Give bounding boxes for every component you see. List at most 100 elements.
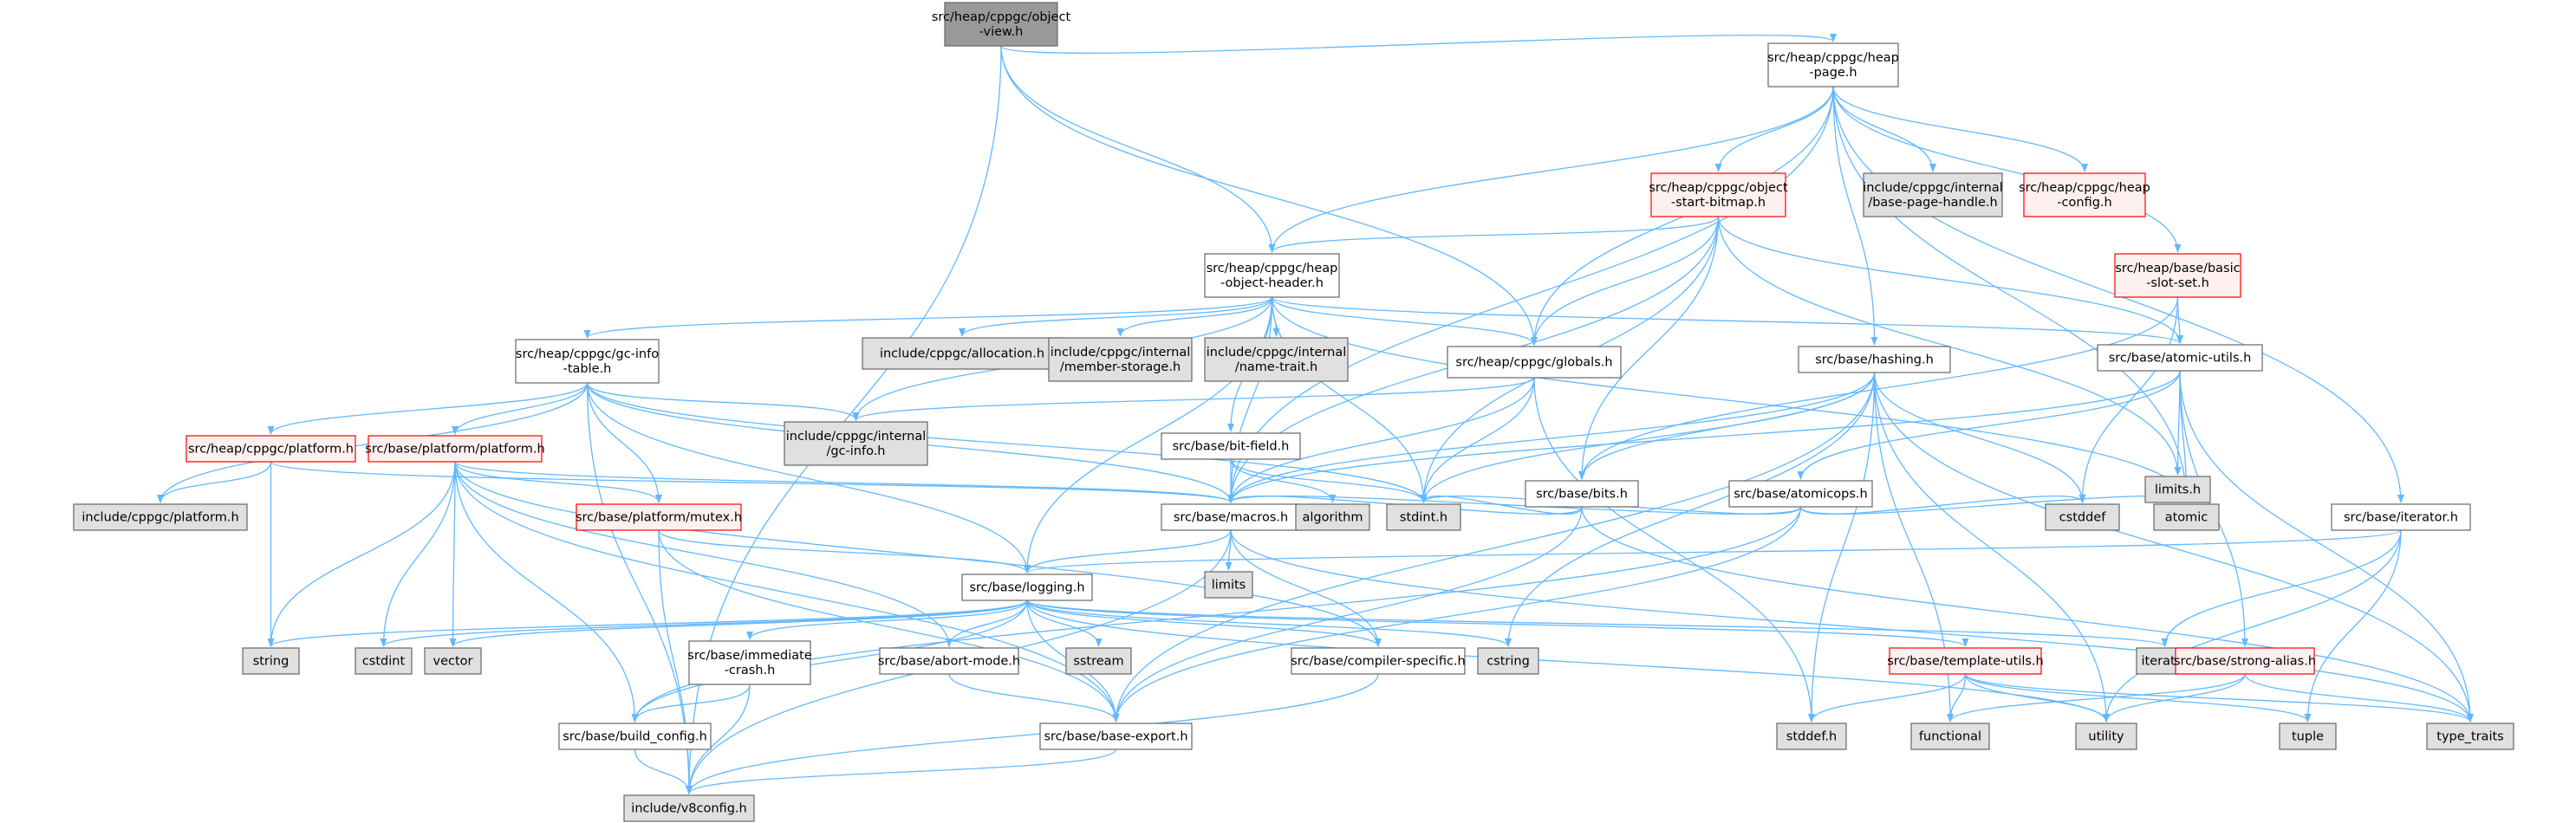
node-box [1728, 480, 1873, 508]
node-heap-page[interactable]: src/heap/cppgc/heap-page.h [1767, 42, 1899, 87]
edge-hashing-to-stdint [1420, 372, 1876, 503]
node-box [185, 435, 356, 463]
edge-bits-to-stdint [1420, 494, 1583, 515]
node-abort-mode[interactable]: src/base/abort-mode.h [878, 647, 1020, 675]
edge-strong_alias-to-type_traits [2244, 673, 2474, 723]
node-label: vector [433, 655, 473, 669]
edge-template_utils-to-stddef [1808, 673, 1967, 723]
node-label: -object-header.h [1220, 276, 1324, 290]
node-heap-config[interactable]: src/heap/cppgc/heap-config.h [2019, 172, 2150, 217]
node-box [1650, 172, 1786, 217]
node-object-start-bitmap[interactable]: src/heap/cppgc/object-start-bitmap.h [1649, 172, 1788, 217]
edge-logging-to-immediate_crash [746, 599, 1028, 640]
node-box [2075, 723, 2137, 750]
node-box [1910, 723, 1990, 750]
node-box [576, 503, 742, 531]
edge-logging-to-vector [449, 599, 1028, 647]
node-box [1863, 172, 2003, 217]
node-bits[interactable]: src/base/bits.h [1525, 480, 1639, 508]
edge-cppgc_platform-to-include_platform [157, 461, 272, 503]
node-box [1295, 503, 1370, 531]
node-limits-h: limits.h [2144, 476, 2211, 503]
node-label: /base-page-handle.h [1868, 196, 1997, 210]
edge-template_utils-to-functional [1947, 673, 1967, 723]
edge-logging-to-string [267, 599, 1028, 647]
node-base-export[interactable]: src/base/base-export.h [1039, 723, 1193, 750]
node-atomicops[interactable]: src/base/atomicops.h [1728, 480, 1873, 508]
edge-heap_page-to-base_page_handle [1832, 86, 1936, 172]
node-box [2279, 723, 2337, 750]
file-nodes: src/heap/cppgc/object-view.h src/heap/cpp… [73, 2, 2514, 822]
edge-bits-to-base_export [1112, 506, 1583, 723]
node-globals[interactable]: src/heap/cppgc/globals.h [1447, 346, 1622, 379]
edge-abort_mode-to-base_export [948, 673, 1120, 723]
node-hashing[interactable]: src/base/hashing.h [1798, 346, 1951, 373]
node-box [688, 640, 811, 685]
node-label: src/base/strong-alias.h [2174, 655, 2316, 669]
node-box [1204, 337, 1349, 382]
node-label: src/base/bits.h [1536, 488, 1628, 502]
node-algorithm: algorithm [1295, 503, 1370, 531]
node-box [73, 503, 248, 531]
edge-heap_object_header-to-macros [1227, 296, 1273, 503]
node-label: include/v8config.h [631, 802, 746, 816]
node-macros[interactable]: src/base/macros.h [1161, 503, 1301, 531]
node-cppgc-platform[interactable]: src/heap/cppgc/platform.h [185, 435, 356, 463]
node-label: include/cppgc/internal [786, 430, 927, 444]
node-label: sstream [1073, 655, 1123, 669]
node-label: tuple [2292, 730, 2324, 744]
node-tuple: tuple [2279, 723, 2337, 750]
edge-heap_object_header-to-globals [1271, 296, 1538, 346]
node-object-view[interactable]: src/heap/cppgc/object-view.h [932, 2, 1071, 47]
node-heap-object-header[interactable]: src/heap/cppgc/heap-object-header.h [1204, 253, 1340, 298]
node-box [1767, 42, 1899, 87]
node-iterator-h[interactable]: src/base/iterator.h [2331, 503, 2471, 531]
edge-heap_page-to-heap_object_header [1268, 86, 1834, 253]
edge-object_view-to-heap_page [1000, 33, 1837, 54]
node-label: cstdint [362, 655, 406, 669]
edge-macros-to-type_traits [1230, 529, 2474, 723]
edge-base_platform-to-mutex [454, 461, 662, 503]
node-atomic-utils[interactable]: src/base/atomic-utils.h [2097, 344, 2263, 372]
node-logging[interactable]: src/base/logging.h [961, 574, 1093, 601]
node-mutex[interactable]: src/base/platform/mutex.h [576, 503, 742, 531]
node-immediate-crash[interactable]: src/base/immediate-crash.h [687, 640, 812, 685]
node-label: src/heap/cppgc/object [1649, 181, 1788, 195]
node-box [944, 2, 1058, 47]
node-label: src/heap/cppgc/gc-info [516, 347, 659, 361]
node-label: include/cppgc/allocation.h [880, 347, 1044, 361]
edge-atomic_utils-to-type_traits [2179, 370, 2474, 723]
node-box [879, 647, 1019, 675]
node-build-config[interactable]: src/base/build_config.h [558, 723, 712, 750]
node-box [2153, 503, 2220, 531]
edge-gc_info_table-to-stdint [586, 382, 1428, 503]
node-box [515, 339, 660, 384]
edge-globals-to-stddef [1533, 377, 1815, 723]
edge-bit_field-to-algorithm [1230, 458, 1337, 503]
edge-logging-to-abort_mode [946, 599, 1028, 647]
edge-object_view-to-globals [1000, 45, 1538, 346]
edge-iterator_h-to-utility [2103, 529, 2402, 723]
node-base-platform[interactable]: src/base/platform/platform.h [365, 435, 545, 463]
edge-logging-to-cstring [1026, 599, 1512, 647]
node-label: -page.h [1809, 66, 1857, 80]
edge-atomic_utils-to-macros [1227, 370, 2181, 503]
node-gc-info-table[interactable]: src/heap/cppgc/gc-info-table.h [515, 339, 660, 384]
node-label: limits.h [2155, 483, 2201, 497]
edge-object_start_bitmap-to-heap_object_header [1268, 216, 1720, 253]
edge-heap_object_header-to-member_storage [1116, 296, 1273, 337]
node-box [2045, 503, 2120, 531]
node-compiler-specific[interactable]: src/base/compiler-specific.h [1291, 647, 1466, 675]
node-gc-info: include/cppgc/internal/gc-info.h [784, 421, 928, 466]
node-basic-slot-set[interactable]: src/heap/base/basic-slot-set.h [2114, 253, 2241, 298]
node-label: -config.h [2057, 196, 2111, 210]
edge-heap_page-to-macros [1227, 86, 1834, 503]
node-strong-alias[interactable]: src/base/strong-alias.h [2174, 647, 2316, 675]
node-label: src/base/hashing.h [1815, 353, 1934, 367]
node-box [1065, 647, 1132, 675]
edge-base_platform-to-abort_mode [454, 461, 953, 647]
node-bit-field[interactable]: src/base/bit-field.h [1161, 432, 1301, 460]
node-box [961, 574, 1093, 601]
node-label: cstring [1486, 655, 1530, 669]
node-template-utils[interactable]: src/base/template-utils.h [1887, 647, 2044, 675]
